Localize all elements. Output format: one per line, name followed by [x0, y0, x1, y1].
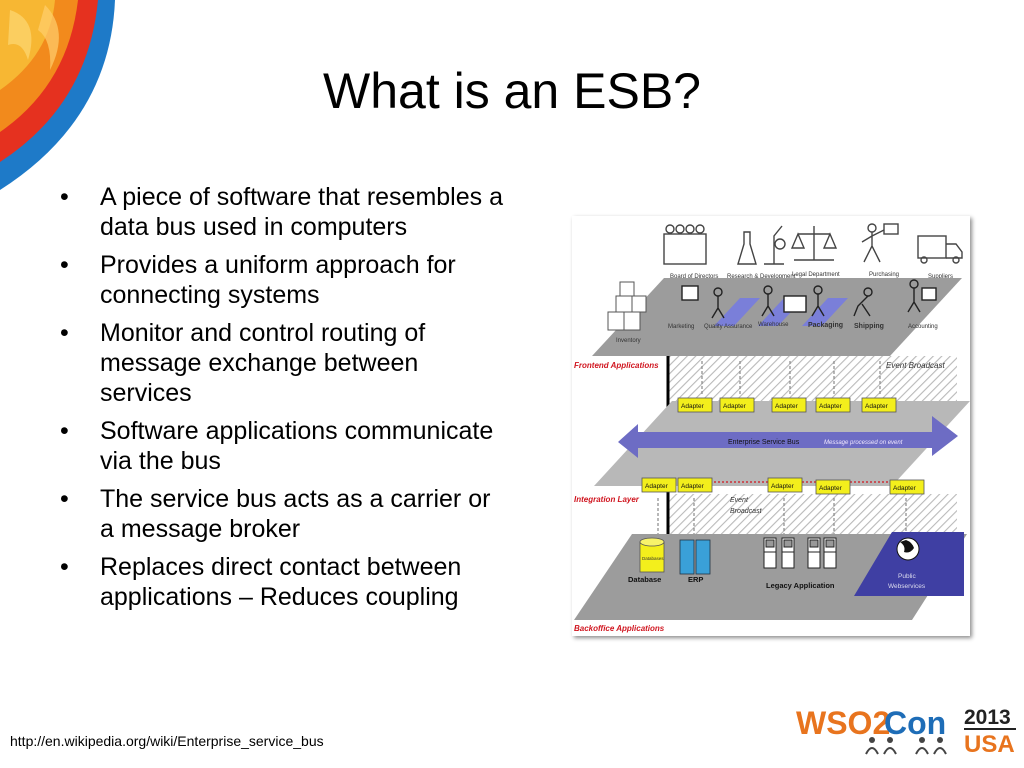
logo-con: Con	[884, 705, 946, 741]
label-marketing: Marketing	[668, 324, 694, 330]
logo-country: USA	[964, 731, 1015, 758]
legacy-computers-icon	[763, 537, 837, 569]
database-icon	[639, 537, 665, 573]
label-integration-layer: Integration Layer	[574, 495, 640, 504]
label-inventory: Inventory	[616, 338, 641, 344]
bullet-item: Provides a uniform approach for connecti…	[60, 250, 510, 310]
esb-diagram: Board of Directors Research & Developmen…	[572, 216, 970, 636]
bullet-item: Software applications communicate via th…	[60, 416, 510, 476]
adapter-label: Adapter	[681, 483, 705, 490]
label-legal: Legal Department	[792, 272, 840, 278]
label-webservices: Webservices	[888, 583, 926, 590]
bullet-item: Monitor and control routing of message e…	[60, 318, 510, 408]
label-frontend-applications: Frontend Applications	[574, 361, 659, 370]
adapters-lower	[641, 477, 925, 495]
label-enterprise-service-bus: Enterprise Service Bus	[728, 439, 800, 446]
adapter-label: Adapter	[865, 403, 889, 410]
label-backoffice-applications: Backoffice Applications	[574, 624, 665, 633]
wso2con-logo: WSO2 Con 2013 USA	[792, 700, 1020, 767]
label-warehouse: Warehouse	[758, 322, 789, 328]
source-link[interactable]: http://en.wikipedia.org/wiki/Enterprise_…	[10, 733, 324, 749]
label-message-processed: Message processed on event	[824, 440, 903, 446]
globe-icon	[896, 537, 920, 561]
adapter-label: Adapter	[775, 403, 799, 410]
label-legacy-application: Legacy Application	[766, 581, 835, 590]
label-suppliers: Suppliers	[928, 274, 953, 280]
label-purchasing: Purchasing	[869, 272, 899, 278]
adapter-label: Adapter	[819, 485, 843, 492]
event-arrows	[657, 361, 907, 538]
logo-people-icon	[865, 737, 947, 755]
bullet-list: A piece of software that resembles a dat…	[60, 182, 510, 620]
adapter-label: Adapter	[681, 403, 705, 410]
adapter-label: Adapter	[723, 403, 747, 410]
slide-title: What is an ESB?	[323, 63, 701, 119]
adapter-label: Adapter	[819, 403, 843, 410]
label-shipping: Shipping	[854, 323, 884, 330]
backoffice-platform	[574, 534, 967, 620]
label-board: Board of Directors	[670, 274, 718, 280]
bullet-item: Replaces direct contact between applicat…	[60, 552, 510, 612]
inventory-boxes-icon	[607, 281, 647, 331]
enterprise-service-bus-arrow	[618, 416, 958, 458]
label-event-broadcast-mid-1: Event	[730, 497, 749, 504]
label-event-broadcast-mid-2: Broadcast	[730, 508, 763, 515]
label-event-broadcast-top: Event Broadcast	[886, 361, 945, 370]
top-icons	[663, 223, 963, 265]
corner-decoration	[0, 0, 115, 190]
label-quality: Quality Assurance	[704, 324, 753, 330]
public-webservices-block	[854, 532, 964, 596]
adapter-label: Adapter	[771, 483, 795, 490]
label-accounting: Accounting	[908, 324, 938, 330]
label-packaging: Packaging	[808, 322, 843, 329]
erp-icon	[679, 539, 711, 575]
label-erp: ERP	[688, 575, 703, 584]
adapter-label: Adapter	[645, 483, 669, 490]
adapter-label: Adapter	[893, 485, 917, 492]
frontend-figures	[681, 279, 937, 319]
label-database: Database	[628, 575, 661, 584]
adapters-upper	[677, 397, 897, 413]
hatch-area-top	[667, 356, 957, 406]
label-rnd: Research & Development	[727, 274, 796, 280]
label-databases-small: Databases	[642, 556, 664, 561]
label-public: Public	[898, 573, 916, 580]
bullet-item: The service bus acts as a carrier or a m…	[60, 484, 510, 544]
logo-wso2: WSO2	[796, 705, 890, 741]
bullet-item: A piece of software that resembles a dat…	[60, 182, 510, 242]
logo-year: 2013	[964, 706, 1011, 729]
